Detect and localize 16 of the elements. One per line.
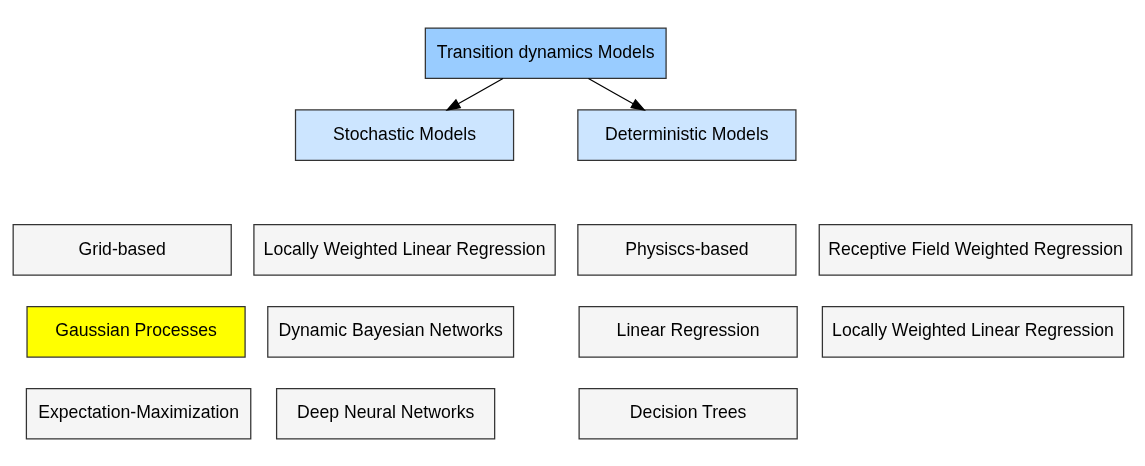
node-box: Decision Trees: [578, 387, 798, 440]
node-box: Expectation-Maximization: [25, 387, 252, 440]
node-box: Gaussian Processes: [26, 305, 246, 358]
node-box: Transition dynamics Models: [424, 26, 667, 79]
arrow: [587, 77, 646, 111]
arrow: [445, 77, 504, 111]
node-box: Linear Regression: [578, 305, 798, 358]
node-box: Grid-based: [12, 223, 232, 276]
node-box: Deterministic Models: [577, 108, 797, 161]
node-box: Dynamic Bayesian Networks: [267, 305, 515, 358]
node-box: Deep Neural Networks: [275, 387, 496, 440]
node-box: Physiscs-based: [577, 223, 797, 276]
node-box: Locally Weighted Linear Regression: [821, 305, 1125, 358]
node-box: Locally Weighted Linear Regression: [253, 223, 556, 276]
node-box: Stochastic Models: [294, 108, 515, 161]
node-box: Receptive Field Weighted Regression: [818, 223, 1133, 276]
